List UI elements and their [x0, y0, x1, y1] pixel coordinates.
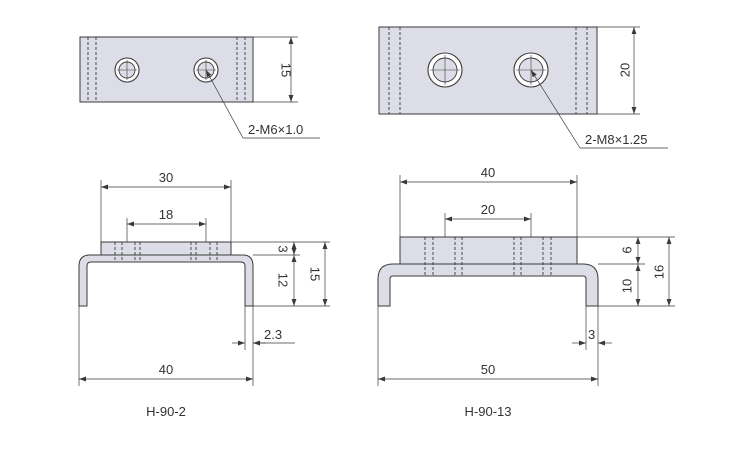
right-total-height-label: 16 — [652, 265, 667, 279]
right-thickness-label: 3 — [588, 327, 595, 342]
left-top-view: 15 2-M6×1.0 — [79, 36, 320, 139]
right-thread-callout: 2-M8×1.25 — [530, 69, 668, 149]
right-model-label: H-90-13 — [465, 404, 512, 419]
right-thread-label: 2-M8×1.25 — [585, 132, 648, 147]
left-thread-callout: 2-M6×1.0 — [205, 69, 320, 139]
left-top-width-label: 30 — [159, 170, 173, 185]
right-hole-pitch-label: 20 — [481, 202, 495, 217]
left-leg-height-label: 12 — [275, 273, 290, 287]
left-overall-width-label: 40 — [159, 362, 173, 377]
left-thickness-label: 2.3 — [264, 327, 282, 342]
left-model-label: H-90-2 — [146, 404, 186, 419]
left-total-height-label: 15 — [307, 267, 322, 281]
left-block-height-label: 3 — [275, 245, 290, 252]
left-front-view: 30 18 3 12 15 2.3 40 — [78, 170, 330, 386]
right-top-hole-1 — [427, 52, 463, 88]
right-block-height-label: 6 — [620, 246, 635, 253]
right-top-width-label: 40 — [481, 165, 495, 180]
left-thread-label: 2-M6×1.0 — [248, 122, 303, 137]
right-overall-width-label: 50 — [481, 362, 495, 377]
right-top-height-label: 20 — [618, 63, 633, 77]
right-top-view: 20 2-M8×1.25 — [378, 26, 668, 149]
left-hole-pitch-label: 18 — [159, 207, 173, 222]
right-front-view: 40 20 6 10 16 3 50 — [377, 165, 675, 386]
right-leg-height-label: 10 — [620, 279, 635, 293]
left-top-hole-1 — [114, 57, 140, 83]
left-top-height-label: 15 — [278, 63, 293, 77]
